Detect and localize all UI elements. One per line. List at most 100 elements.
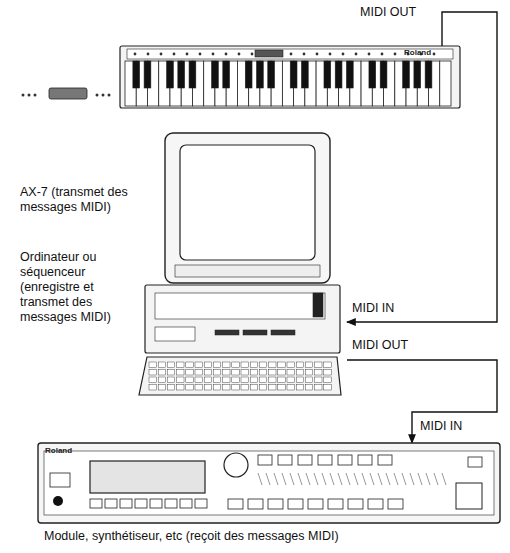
panel-dot bbox=[329, 53, 332, 56]
device-part bbox=[204, 377, 211, 383]
device-part bbox=[155, 327, 195, 341]
panel-dot bbox=[212, 53, 215, 56]
computer-keyboard bbox=[139, 357, 341, 395]
device-part bbox=[167, 362, 174, 368]
device-part bbox=[105, 499, 117, 508]
device-part bbox=[258, 455, 272, 465]
device-part bbox=[305, 385, 312, 391]
power-button bbox=[53, 496, 63, 506]
panel-print bbox=[330, 473, 334, 485]
device-part bbox=[259, 377, 266, 383]
panel-dot bbox=[173, 53, 176, 56]
device-part bbox=[223, 362, 230, 368]
device-part bbox=[158, 377, 165, 383]
module-device: Module, synthétiseur, etc (reçoit des me… bbox=[38, 443, 502, 550]
device-part bbox=[178, 61, 185, 88]
device-part bbox=[378, 455, 392, 465]
device-part bbox=[149, 362, 156, 368]
device-part bbox=[127, 49, 453, 59]
device-part bbox=[195, 370, 202, 376]
device-part bbox=[308, 499, 323, 509]
device-part bbox=[165, 133, 330, 283]
device-part bbox=[257, 61, 264, 88]
panel-print bbox=[346, 473, 350, 485]
device-part bbox=[468, 457, 482, 467]
device-part bbox=[49, 88, 87, 99]
device-part bbox=[165, 499, 177, 508]
device-part bbox=[287, 370, 294, 376]
panel-dot bbox=[199, 53, 202, 56]
device-part bbox=[175, 265, 320, 277]
device-part bbox=[228, 499, 243, 509]
device-part bbox=[215, 330, 239, 335]
control-dot bbox=[28, 94, 31, 97]
device-part bbox=[204, 362, 211, 368]
device-part bbox=[250, 377, 257, 383]
device-part bbox=[167, 370, 174, 376]
device-part bbox=[195, 377, 202, 383]
device-part bbox=[278, 385, 285, 391]
device-part bbox=[268, 61, 275, 88]
panel-dot bbox=[303, 53, 306, 56]
device-part bbox=[313, 293, 323, 317]
device-part bbox=[223, 370, 230, 376]
device-part bbox=[278, 455, 292, 465]
panel-print bbox=[298, 473, 302, 485]
device-part bbox=[305, 377, 312, 383]
device-part bbox=[133, 61, 140, 88]
device-part bbox=[144, 61, 151, 88]
device-part bbox=[150, 499, 162, 508]
device-part bbox=[414, 61, 421, 88]
device-part bbox=[167, 385, 174, 391]
device-part bbox=[315, 377, 322, 383]
panel-dot bbox=[225, 53, 228, 56]
device-part bbox=[403, 61, 410, 88]
panel-print bbox=[258, 473, 262, 485]
device-part bbox=[213, 377, 220, 383]
panel-print bbox=[282, 473, 286, 485]
device-part bbox=[195, 499, 207, 508]
device-part bbox=[149, 370, 156, 376]
panel-print bbox=[378, 473, 382, 485]
device-part bbox=[241, 362, 248, 368]
control-dot bbox=[96, 94, 99, 97]
device-part bbox=[241, 377, 248, 383]
panel-dot bbox=[160, 53, 163, 56]
device-part bbox=[338, 455, 352, 465]
device-part bbox=[212, 61, 219, 88]
computer-device: Ordinateur ou séquenceur (enregistre et … bbox=[15, 133, 347, 398]
device-part bbox=[388, 499, 403, 509]
device-part bbox=[149, 377, 156, 383]
device-part bbox=[380, 61, 387, 88]
panel-print bbox=[370, 473, 374, 485]
device-part bbox=[259, 370, 266, 376]
device-part bbox=[255, 50, 283, 57]
port-label: MIDI IN bbox=[352, 301, 394, 316]
device-part bbox=[186, 385, 193, 391]
device-part bbox=[250, 362, 257, 368]
device-part bbox=[290, 61, 297, 88]
device-part bbox=[305, 362, 312, 368]
device-part bbox=[149, 385, 156, 391]
device-part bbox=[213, 385, 220, 391]
device-part bbox=[158, 370, 165, 376]
device-part bbox=[177, 362, 184, 368]
panel-print bbox=[410, 473, 414, 485]
device-part bbox=[296, 377, 303, 383]
brand-logo: Roland bbox=[45, 446, 72, 455]
panel-dot bbox=[147, 53, 150, 56]
device-part bbox=[287, 385, 294, 391]
device-part bbox=[167, 61, 174, 88]
panel-dot bbox=[290, 53, 293, 56]
panel-print bbox=[266, 473, 270, 485]
device-part bbox=[324, 377, 331, 383]
panel-dot bbox=[238, 53, 241, 56]
panel-print bbox=[426, 473, 430, 485]
panel-dot bbox=[368, 53, 371, 56]
device-part bbox=[250, 370, 257, 376]
device-part bbox=[248, 499, 263, 509]
device-part bbox=[245, 61, 252, 88]
device-part bbox=[145, 285, 340, 353]
device-caption: Ordinateur ou séquenceur (enregistre et … bbox=[20, 250, 145, 325]
panel-dot bbox=[251, 53, 254, 56]
